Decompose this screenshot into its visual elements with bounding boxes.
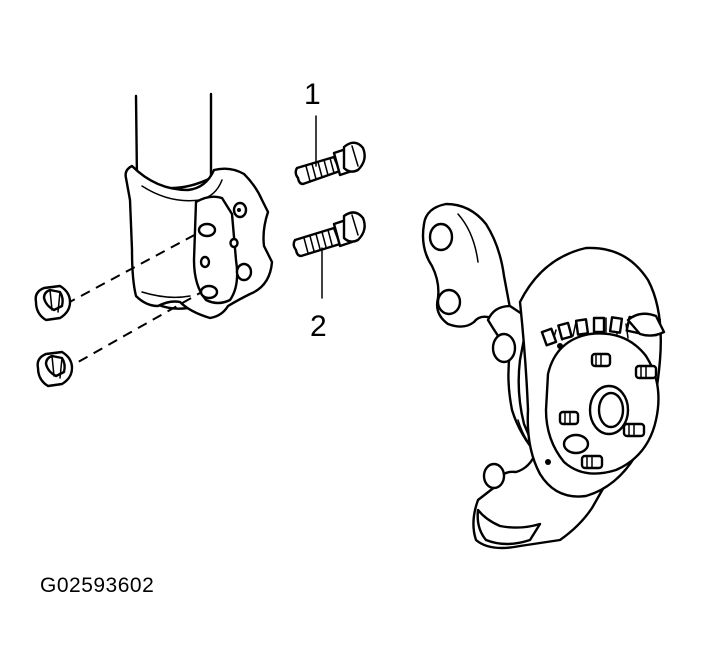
bolt-1-icon xyxy=(294,141,366,186)
alignment-lines xyxy=(63,231,201,371)
flange-nut-upper-icon xyxy=(34,284,72,322)
wheel-stud-icon xyxy=(558,352,658,470)
callout-label-1: 1 xyxy=(304,78,321,111)
callout-label-2: 2 xyxy=(310,310,327,343)
flange-nut-lower-icon xyxy=(36,350,74,388)
wheel-hub-icon xyxy=(518,246,666,498)
bolt-2-icon xyxy=(292,211,366,258)
strut-bracket-icon xyxy=(124,164,274,320)
figure-id: G02593602 xyxy=(40,574,154,597)
